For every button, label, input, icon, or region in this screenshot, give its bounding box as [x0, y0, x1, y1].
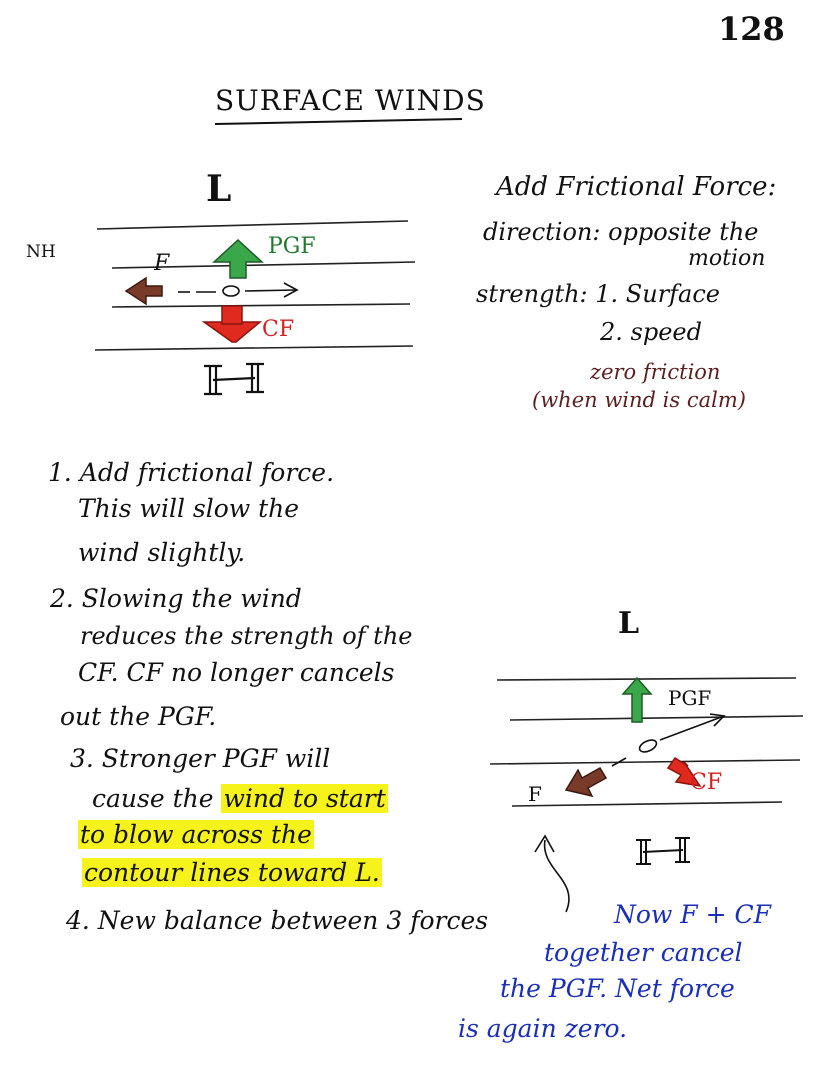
bottom-f-label: F	[528, 782, 542, 806]
top-air-parcel	[222, 285, 240, 297]
bottom-low-label: L	[618, 606, 640, 641]
step-3-line-4: contour lines toward L.	[82, 858, 382, 887]
blue-note-line-1: Now F + CF	[614, 900, 771, 929]
bottom-air-parcel	[638, 739, 658, 753]
top-cf-arrow	[201, 321, 263, 343]
page-number: 128	[718, 10, 785, 48]
top-contour-lines	[94, 220, 416, 351]
step-3-highlight-1: wind to start	[221, 784, 388, 813]
friction-speed: 2. speed	[600, 318, 702, 346]
step-1-line-2: This will slow the	[78, 494, 300, 523]
top-cf-arrow-shaft	[221, 305, 243, 325]
pointer-arrow	[543, 839, 570, 913]
top-high-symbol	[204, 362, 264, 396]
step-1-line-3: wind slightly.	[78, 538, 246, 567]
step-1-line-1: 1. Add frictional force.	[48, 458, 335, 487]
top-pgf-arrow	[212, 238, 264, 279]
bottom-high-symbol	[636, 837, 690, 865]
bottom-cf-arrow	[666, 756, 702, 788]
bottom-wind-arrow	[659, 715, 725, 741]
friction-direction: direction: opposite the	[483, 218, 759, 246]
bottom-f-arrow	[564, 766, 608, 798]
step-3-line-2: cause the wind to start	[92, 784, 388, 813]
page-title: SURFACE WINDS	[215, 84, 486, 117]
title-underline	[214, 118, 463, 125]
zero-friction-note: zero friction	[590, 360, 721, 384]
bottom-high-label: H	[650, 842, 652, 844]
step-2-line-3: CF. CF no longer cancels	[78, 658, 395, 687]
blue-note-line-3: the PGF. Net force	[500, 974, 735, 1003]
top-low-label: L	[206, 168, 232, 210]
step-3-line-2-start: cause the	[92, 784, 214, 813]
step-2-line-1: 2. Slowing the wind	[50, 584, 302, 613]
bottom-pgf-label: PGF	[668, 686, 712, 710]
hemisphere-label: NH	[26, 242, 56, 262]
step-2-line-4: out the PGF.	[60, 702, 217, 731]
top-f-label: F	[154, 251, 170, 276]
blue-note-line-4: is again zero.	[458, 1014, 628, 1043]
top-f-arrow	[124, 276, 163, 306]
top-cf-label: CF	[262, 317, 295, 342]
step-4-line-1: 4. New balance between 3 forces	[66, 906, 489, 935]
bottom-contour-lines	[489, 677, 804, 807]
bottom-pgf-arrow	[621, 676, 653, 723]
friction-direction-motion: motion	[688, 246, 766, 271]
top-high-label: H	[220, 366, 222, 368]
step-3-line-1: 3. Stronger PGF will	[70, 744, 331, 773]
step-3-highlight-3: contour lines toward L.	[82, 858, 382, 887]
step-3-line-3: to blow across the	[78, 820, 314, 849]
step-3-highlight-2: to blow across the	[78, 820, 314, 849]
friction-strength: strength: 1. Surface	[476, 280, 721, 308]
bottom-cf-label: CF	[690, 770, 723, 795]
step-2-line-2: reduces the strength of the	[80, 622, 413, 650]
friction-heading: Add Frictional Force:	[496, 172, 777, 202]
top-wind-arrow	[244, 289, 297, 292]
blue-note-line-2: together cancel	[544, 938, 743, 967]
top-pgf-label: PGF	[268, 234, 316, 259]
calm-wind-note: (when wind is calm)	[532, 388, 746, 412]
